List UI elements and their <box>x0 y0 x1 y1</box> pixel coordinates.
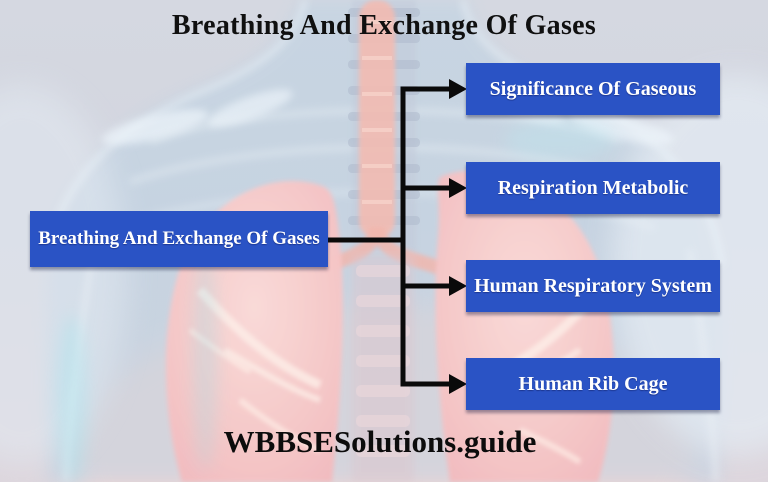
root-node-breathing-and-exchange: Breathing And Exchange Of Gases <box>30 211 328 267</box>
branch-node-respiration-metabolic: Respiration Metabolic <box>466 162 720 214</box>
branch-node-label: Human Rib Cage <box>518 372 668 395</box>
root-node-label: Breathing And Exchange Of Gases <box>38 228 320 249</box>
branch-node-human-rib-cage: Human Rib Cage <box>466 358 720 410</box>
branch-node-label: Significance Of Gaseous <box>489 77 697 100</box>
branch-node-label: Human Respiratory System <box>474 274 712 297</box>
branch-node-human-respiratory-system: Human Respiratory System <box>466 260 720 312</box>
page-title: Breathing And Exchange Of Gases <box>171 10 597 41</box>
watermark-text: WBBSESolutions.guide <box>223 424 537 459</box>
branch-node-significance-of-gaseous: Significance Of Gaseous <box>466 63 720 115</box>
branch-node-label: Respiration Metabolic <box>497 176 689 199</box>
